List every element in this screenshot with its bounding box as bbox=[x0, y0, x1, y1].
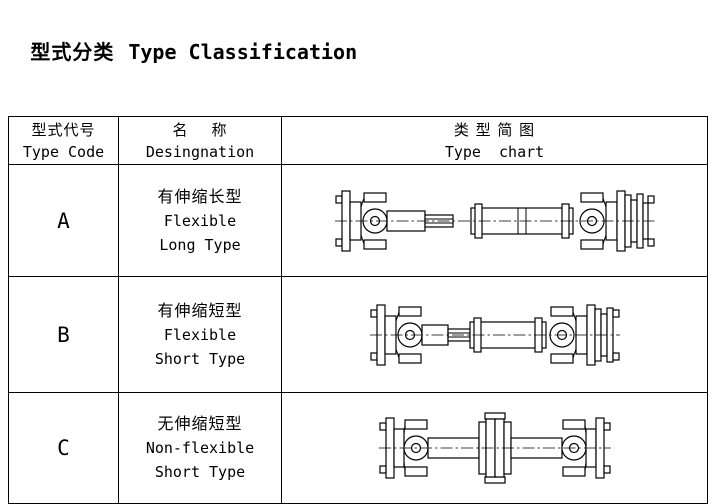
row-c-type-chart bbox=[282, 393, 708, 504]
page-title-zh: 型式分类 bbox=[30, 40, 115, 64]
row-b-type-chart bbox=[282, 277, 708, 393]
row-a-name-en1: Flexible bbox=[163, 211, 237, 230]
row-c-type-code: C bbox=[9, 393, 119, 504]
header-type-code-zh: 型式代号 bbox=[31, 120, 96, 139]
header-type-chart-zh: 类 型 简 图 bbox=[453, 120, 536, 139]
row-c-designation: 无伸缩短型 Non-flexible Short Type bbox=[119, 393, 282, 504]
type-classification-table: 型式代号 Type Code 名 称 Desingnation 类 型 简 图 … bbox=[8, 116, 708, 504]
page-title-en: Type Classification bbox=[128, 40, 358, 64]
row-a-type-chart bbox=[282, 165, 708, 277]
row-b-name-en1: Flexible bbox=[163, 325, 237, 344]
row-a-designation: 有伸缩长型 Flexible Long Type bbox=[119, 165, 282, 277]
page-title: 型式分类 Type Classification bbox=[10, 10, 708, 96]
row-c-name-en2: Short Type bbox=[154, 463, 246, 481]
row-c-name-en1: Non-flexible bbox=[145, 439, 255, 457]
header-type-chart: 类 型 简 图 Type chart bbox=[282, 117, 708, 165]
row-b-designation: 有伸缩短型 Flexible Short Type bbox=[119, 277, 282, 393]
row-b-name-en2: Short Type bbox=[154, 349, 246, 368]
flexible-short-type-cardan-shaft-drawing bbox=[369, 303, 620, 366]
flexible-long-type-cardan-shaft-drawing bbox=[334, 189, 655, 252]
header-type-chart-en: Type chart bbox=[444, 142, 545, 161]
row-c-name-zh: 无伸缩短型 bbox=[157, 414, 243, 433]
header-designation: 名 称 Desingnation bbox=[119, 117, 282, 165]
row-a-name-zh: 有伸缩长型 bbox=[157, 186, 243, 206]
non-flexible-short-type-cardan-shaft-drawing bbox=[378, 412, 611, 484]
header-type-code-en: Type Code bbox=[22, 142, 105, 161]
row-b-type-code: B bbox=[9, 277, 119, 393]
header-type-code: 型式代号 Type Code bbox=[9, 117, 119, 165]
row-a-name-en2: Long Type bbox=[159, 235, 241, 254]
row-b-name-zh: 有伸缩短型 bbox=[157, 300, 243, 320]
row-a-type-code: A bbox=[9, 165, 119, 277]
header-designation-zh: 名 称 bbox=[172, 120, 228, 139]
page: 型式分类 Type Classification 型式代号 Type Code 名… bbox=[8, 10, 708, 504]
header-designation-en: Desingnation bbox=[145, 142, 255, 161]
